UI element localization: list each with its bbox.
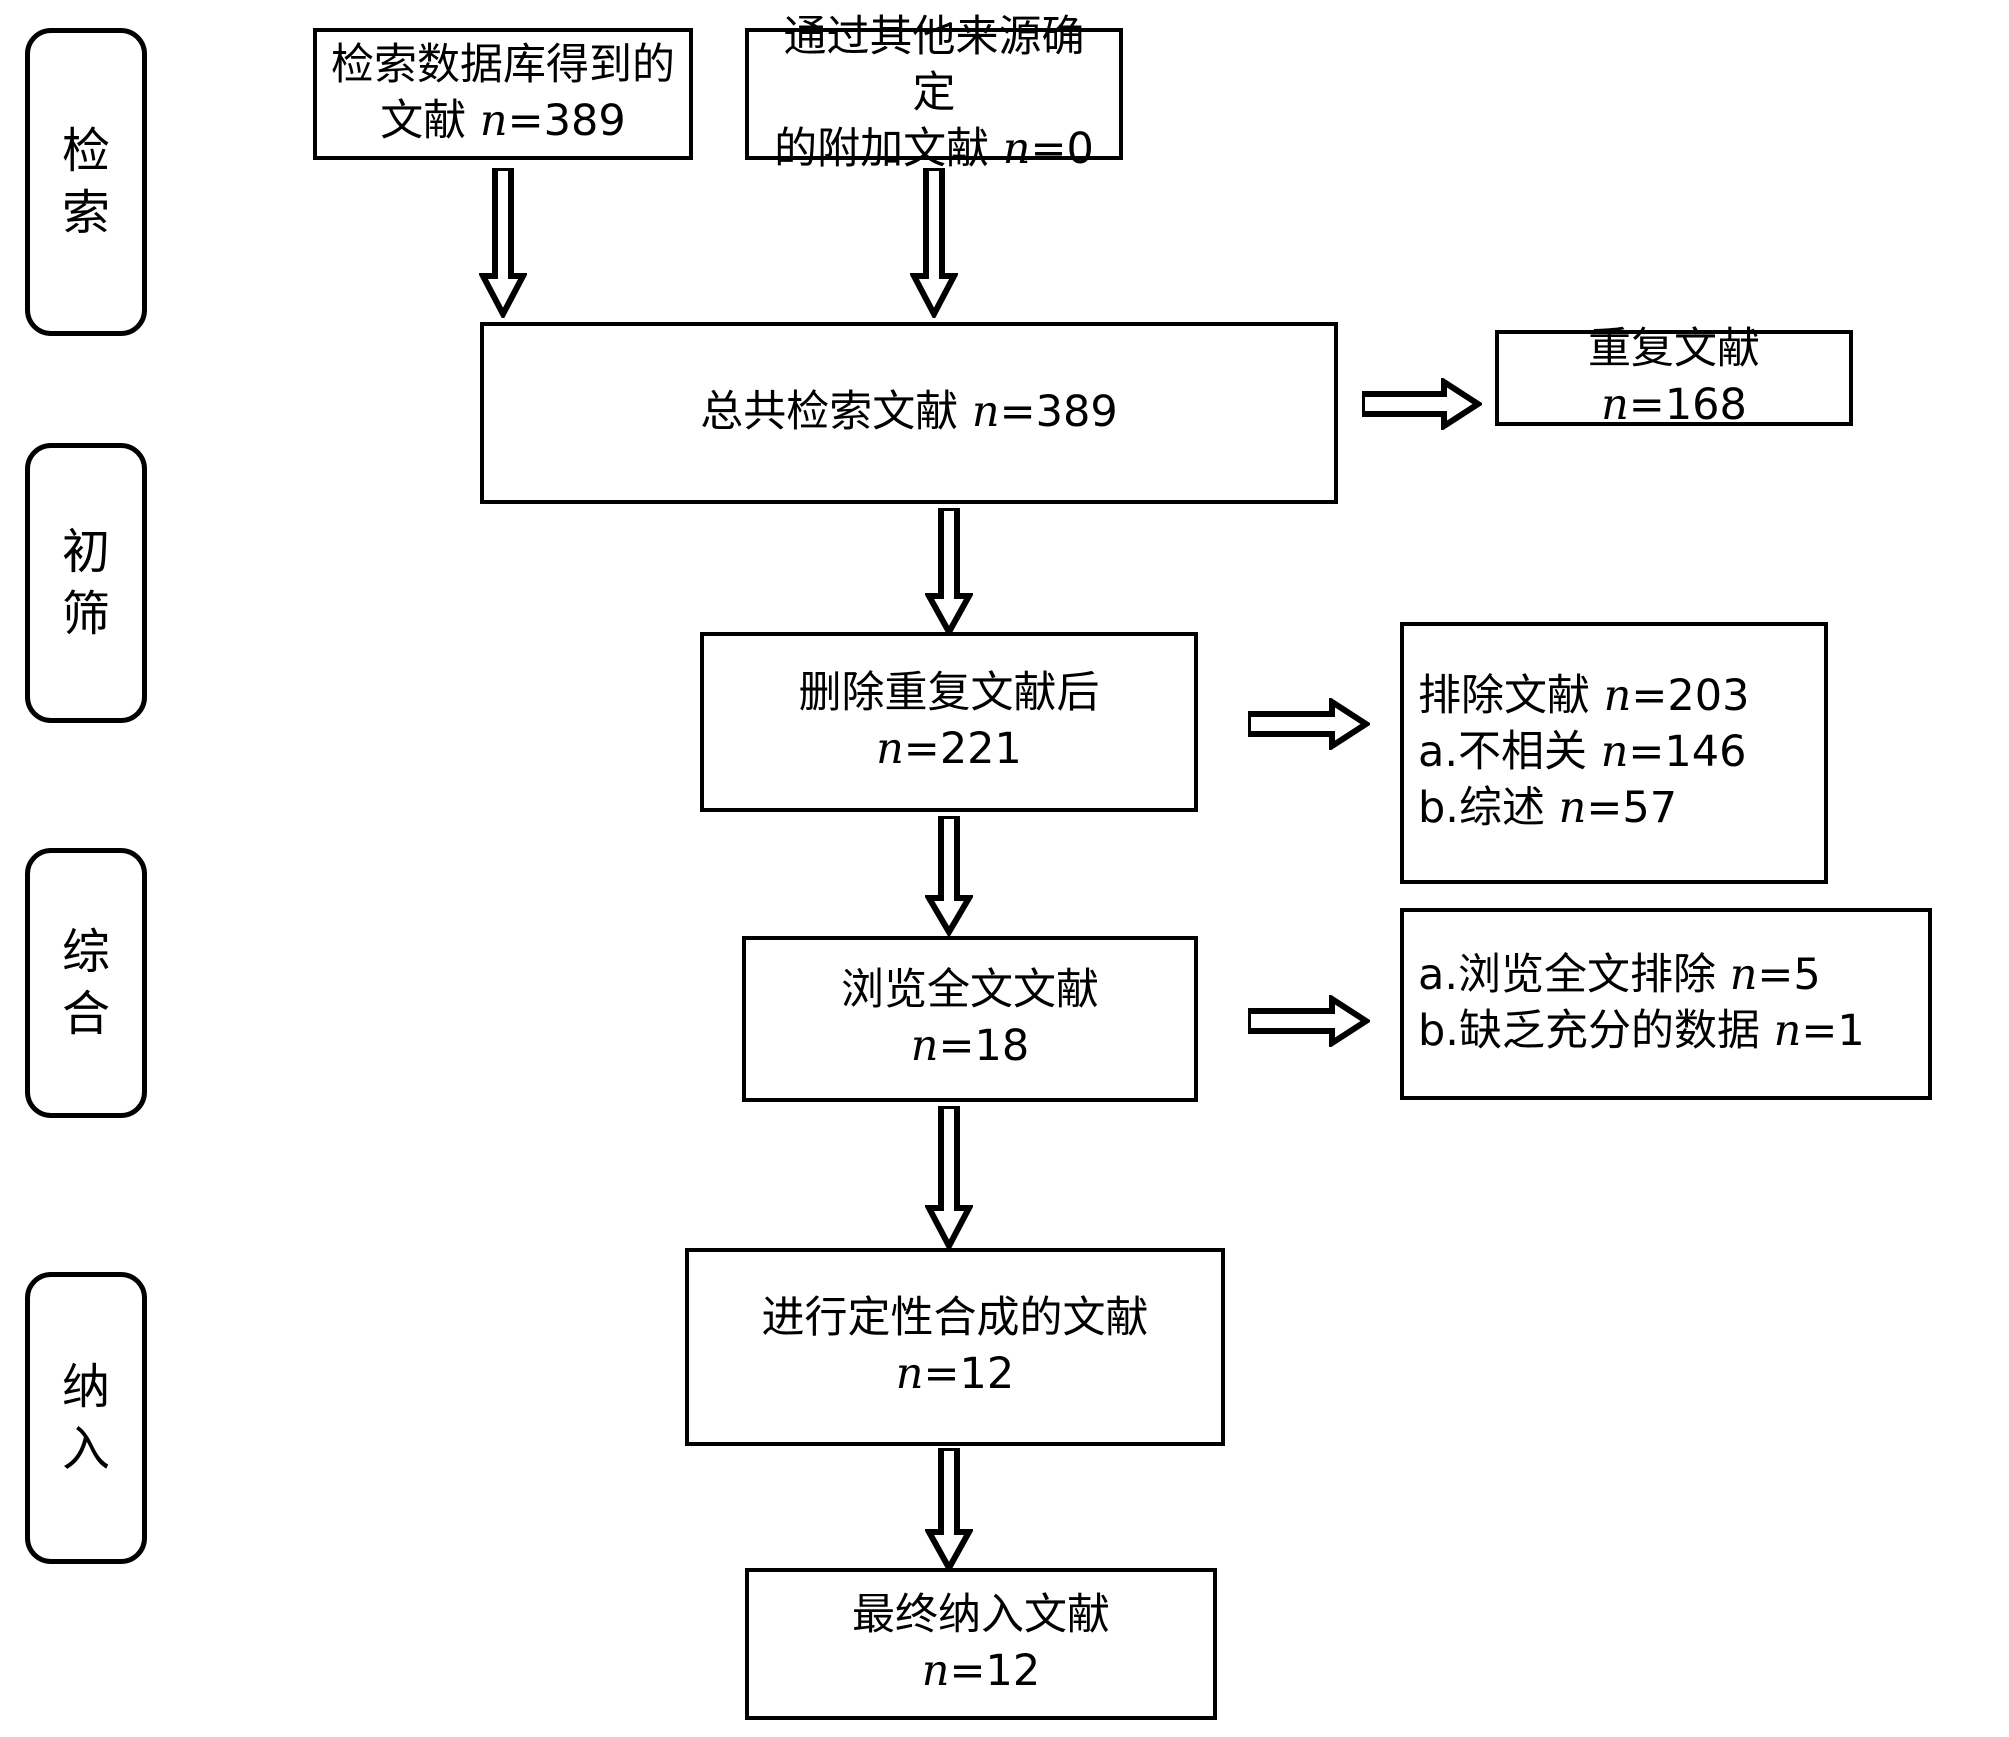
stage-box-synthesis: 综 合 bbox=[25, 848, 147, 1118]
arrow-total-to-after bbox=[925, 508, 973, 636]
arrow-fulltext-to-qual bbox=[925, 1106, 973, 1250]
arrow-after-to-excluded bbox=[1248, 698, 1370, 750]
arrow-db-to-total bbox=[479, 168, 527, 318]
box-database-records-text: 检索数据库得到的文献 n=389 bbox=[331, 40, 675, 146]
arrow-total-to-duplicates bbox=[1362, 378, 1482, 430]
box-other-sources: 通过其他来源确定的附加文献 n=0 bbox=[745, 12, 1123, 174]
box-other-sources-text: 通过其他来源确定的附加文献 n=0 bbox=[774, 12, 1094, 174]
box-total-records-text: 总共检索文献 n=389 bbox=[700, 387, 1118, 438]
box-database-records: 检索数据库得到的文献 n=389 bbox=[313, 28, 693, 160]
stage-label-search: 检 索 bbox=[61, 122, 110, 241]
box-total-records: 总共检索文献 n=389 bbox=[480, 322, 1338, 504]
stage-label-synthesis: 综 合 bbox=[61, 923, 110, 1042]
stage-label-included: 纳 入 bbox=[61, 1358, 110, 1477]
box-duplicates: 重复文献 n=168 bbox=[1495, 324, 1853, 430]
stage-box-included: 纳 入 bbox=[25, 1272, 147, 1564]
arrow-after-to-fulltext bbox=[925, 816, 973, 936]
stage-label-screening: 初 筛 bbox=[61, 523, 110, 642]
arrow-other-to-total bbox=[910, 168, 958, 318]
stage-box-screening: 初 筛 bbox=[25, 443, 147, 723]
stage-box-search: 检 索 bbox=[25, 28, 147, 336]
arrow-fulltext-to-excl bbox=[1248, 995, 1370, 1047]
box-duplicates-text: 重复文献 n=168 bbox=[1588, 324, 1760, 430]
arrow-qual-to-final bbox=[925, 1448, 973, 1572]
